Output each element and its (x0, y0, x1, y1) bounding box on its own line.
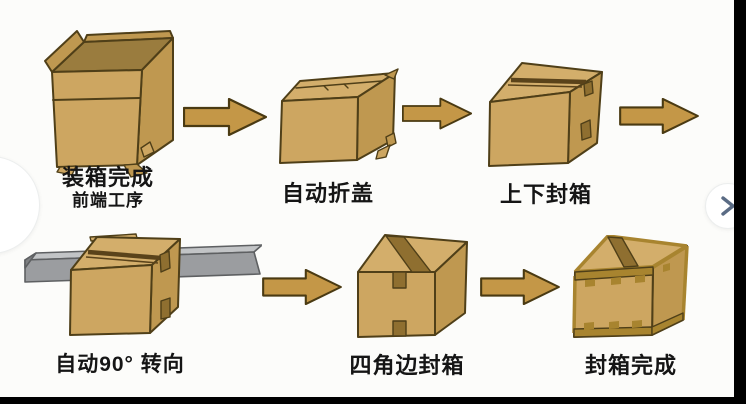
flow-arrow (402, 97, 472, 130)
corner-taped-carton-icon (357, 234, 468, 338)
chevron-right-icon (721, 196, 735, 216)
open-carton-icon (44, 30, 174, 178)
folded-carton-icon (279, 68, 399, 164)
letterbox-bar-bottom (0, 397, 746, 404)
flow-arrow (619, 98, 699, 134)
flow-arrow (480, 269, 560, 305)
step-label: 上下封箱 (499, 182, 592, 207)
step-sublabel: 前端工序 (72, 191, 144, 210)
fully-sealed-carton-icon (572, 235, 689, 338)
flow-arrow (262, 269, 342, 305)
step-label: 装箱完成 (61, 165, 154, 190)
step-label: 封箱完成 (584, 353, 677, 378)
step-label: 自动90° 转向 (55, 353, 185, 376)
conveyor-carton-icon (24, 233, 262, 336)
step-label: 自动折盖 (281, 181, 374, 206)
flow-arrow (183, 98, 267, 136)
top-taped-carton-icon (488, 62, 603, 167)
step-label: 四角边封箱 (349, 353, 465, 378)
letterbox-bar-right (734, 0, 746, 404)
